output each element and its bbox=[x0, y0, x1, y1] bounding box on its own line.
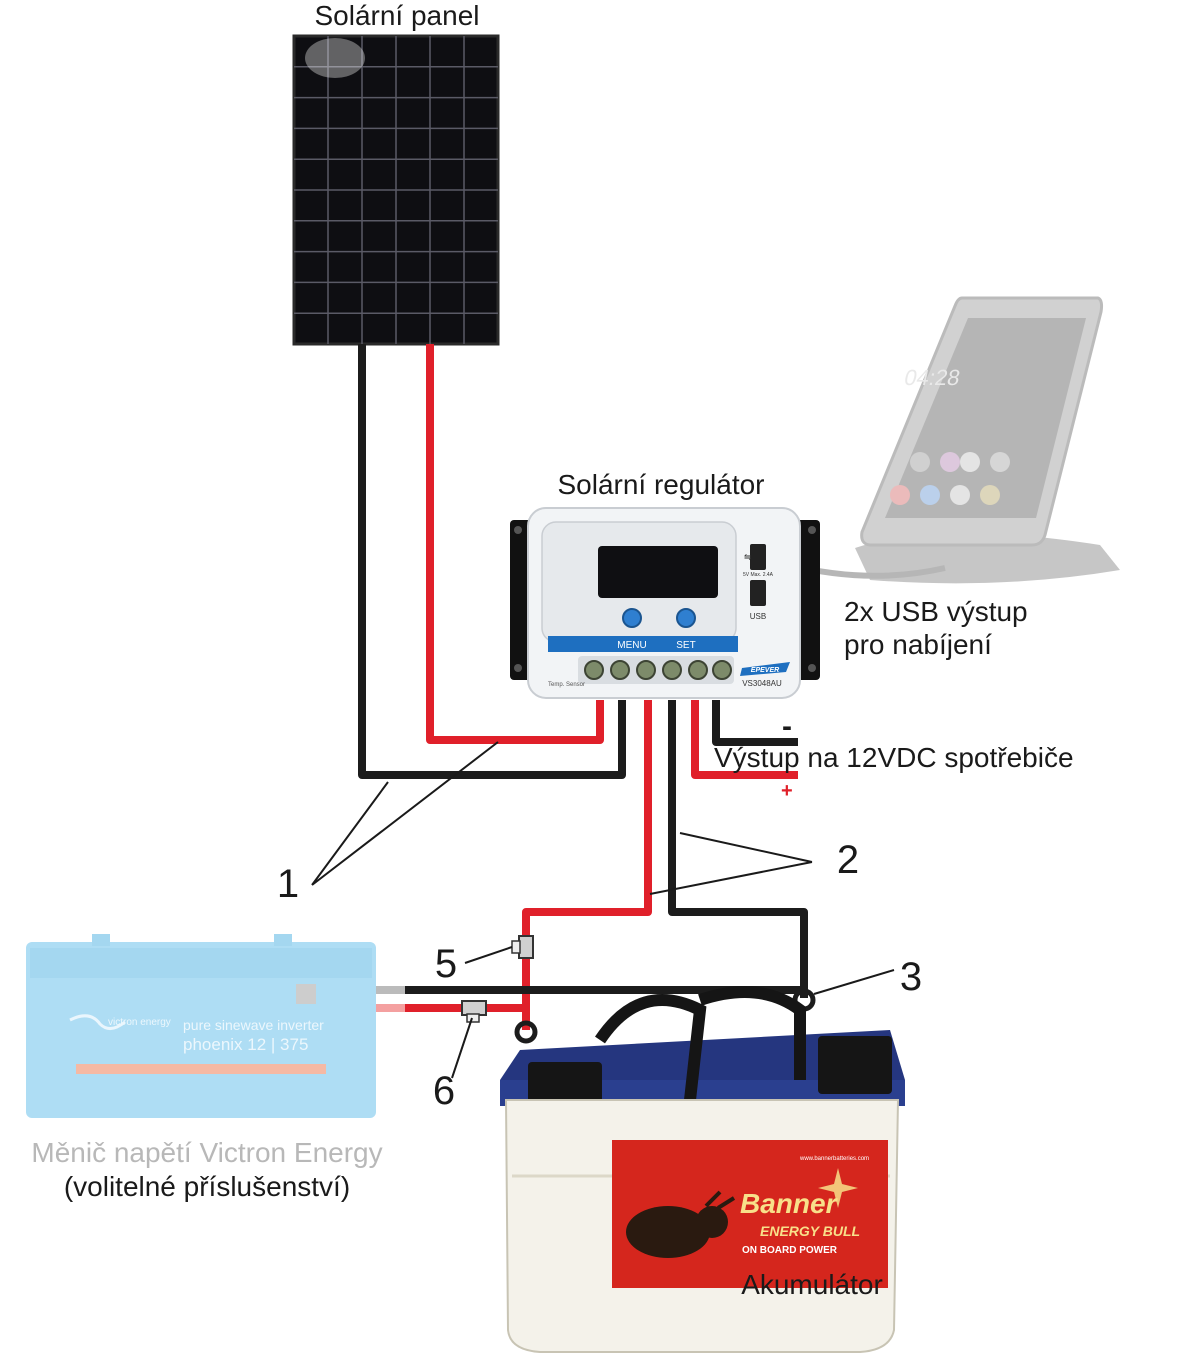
screw-terminal[interactable] bbox=[610, 660, 630, 680]
battery-handle bbox=[595, 986, 806, 1101]
callout-leaders bbox=[311, 741, 895, 1079]
screw-terminal[interactable] bbox=[662, 660, 682, 680]
inverter-label-line2: (volitelné příslušenství) bbox=[64, 1171, 350, 1202]
fuse-5 bbox=[511, 935, 534, 959]
fuse-6 bbox=[461, 1000, 487, 1023]
controller-menu-button[interactable] bbox=[622, 608, 642, 628]
load-output-label: Výstup na 12VDC spotřebiče bbox=[714, 742, 1074, 773]
screw-terminal[interactable] bbox=[584, 660, 604, 680]
solar-panel-label: Solární panel bbox=[314, 0, 479, 31]
victron-inverter: victron energy pure sinewave inverter ph… bbox=[26, 934, 376, 1118]
phone-clock: 04:28 bbox=[902, 365, 962, 390]
battery: Banner ENERGY BULL ON BOARD POWER www.ba… bbox=[500, 986, 905, 1353]
screw-terminal[interactable] bbox=[636, 660, 656, 680]
usb-icon: ⇋ bbox=[744, 552, 752, 562]
panel-negative-wire bbox=[358, 344, 626, 779]
solar-panel-cell-grid bbox=[294, 36, 498, 344]
usb-port-label: USB bbox=[750, 612, 766, 621]
callout-5: 5 bbox=[435, 942, 457, 986]
battery-sub-label-1: ENERGY BULL bbox=[760, 1223, 860, 1239]
solar-panel bbox=[292, 34, 500, 346]
usb-output-label-line2: pro nabíjení bbox=[844, 629, 992, 660]
load-negative-wire bbox=[712, 700, 798, 746]
compass-star-icon bbox=[818, 1168, 858, 1208]
callout-6: 6 bbox=[433, 1069, 455, 1113]
screw-terminal[interactable] bbox=[688, 660, 708, 680]
epever-logo: EPEVER bbox=[740, 662, 790, 676]
wiring bbox=[358, 344, 808, 1030]
battery-negative-wire bbox=[668, 700, 808, 998]
temp-sensor-label: Temp. Sensor bbox=[548, 682, 585, 688]
callout-2: 2 bbox=[837, 838, 859, 882]
battery-label: Akumulátor bbox=[741, 1269, 883, 1300]
callout-3: 3 bbox=[900, 955, 922, 999]
battery-url-label: www.bannerbatteries.com bbox=[799, 1156, 869, 1162]
inverter-model-line2: phoenix 12 | 375 bbox=[183, 1035, 308, 1054]
usb-port-1[interactable] bbox=[750, 544, 766, 570]
inverter-model-line1: pure sinewave inverter bbox=[183, 1017, 324, 1033]
controller-lcd-display bbox=[598, 546, 718, 598]
battery-positive-ring-terminal bbox=[514, 1020, 538, 1044]
controller-set-label: SET bbox=[676, 640, 695, 651]
battery-brand-label: Banner bbox=[740, 1188, 839, 1219]
battery-negative-terminal-cover bbox=[818, 1036, 892, 1094]
svg-text:EPEVER: EPEVER bbox=[751, 667, 779, 674]
screw-terminal[interactable] bbox=[712, 660, 732, 680]
controller-menu-label: MENU bbox=[617, 640, 646, 651]
usb-rating-label: 5V Max. 2.4A bbox=[743, 572, 774, 578]
inverter-qr-code bbox=[296, 984, 316, 1004]
usb-output-label-line1: 2x USB výstup bbox=[844, 596, 1028, 627]
inverter-brand-label: victron energy bbox=[108, 1017, 171, 1028]
battery-sub-label-2: ON BOARD POWER bbox=[742, 1245, 838, 1256]
load-plus-sign: + bbox=[781, 780, 793, 802]
inverter-label-line1: Měnič napětí Victron Energy bbox=[31, 1137, 382, 1168]
battery-positive-wire bbox=[522, 700, 652, 1030]
load-positive-wire bbox=[691, 700, 798, 779]
controller-terminal-block bbox=[578, 656, 734, 684]
smartphone-image: 04:28 bbox=[789, 296, 1120, 584]
controller-label: Solární regulátor bbox=[557, 469, 764, 500]
controller-set-button[interactable] bbox=[676, 608, 696, 628]
panel-positive-wire bbox=[426, 344, 604, 744]
controller-model-label: VS3048AU bbox=[742, 679, 782, 688]
callout-1: 1 bbox=[277, 862, 299, 906]
usb-port-2[interactable] bbox=[750, 580, 766, 606]
load-minus-sign: - bbox=[782, 710, 792, 743]
solar-controller: MENU SET 5V Max. 2.4A USB ⇋ EPEVER VS304… bbox=[510, 507, 820, 699]
bull-logo-icon bbox=[626, 1190, 736, 1258]
